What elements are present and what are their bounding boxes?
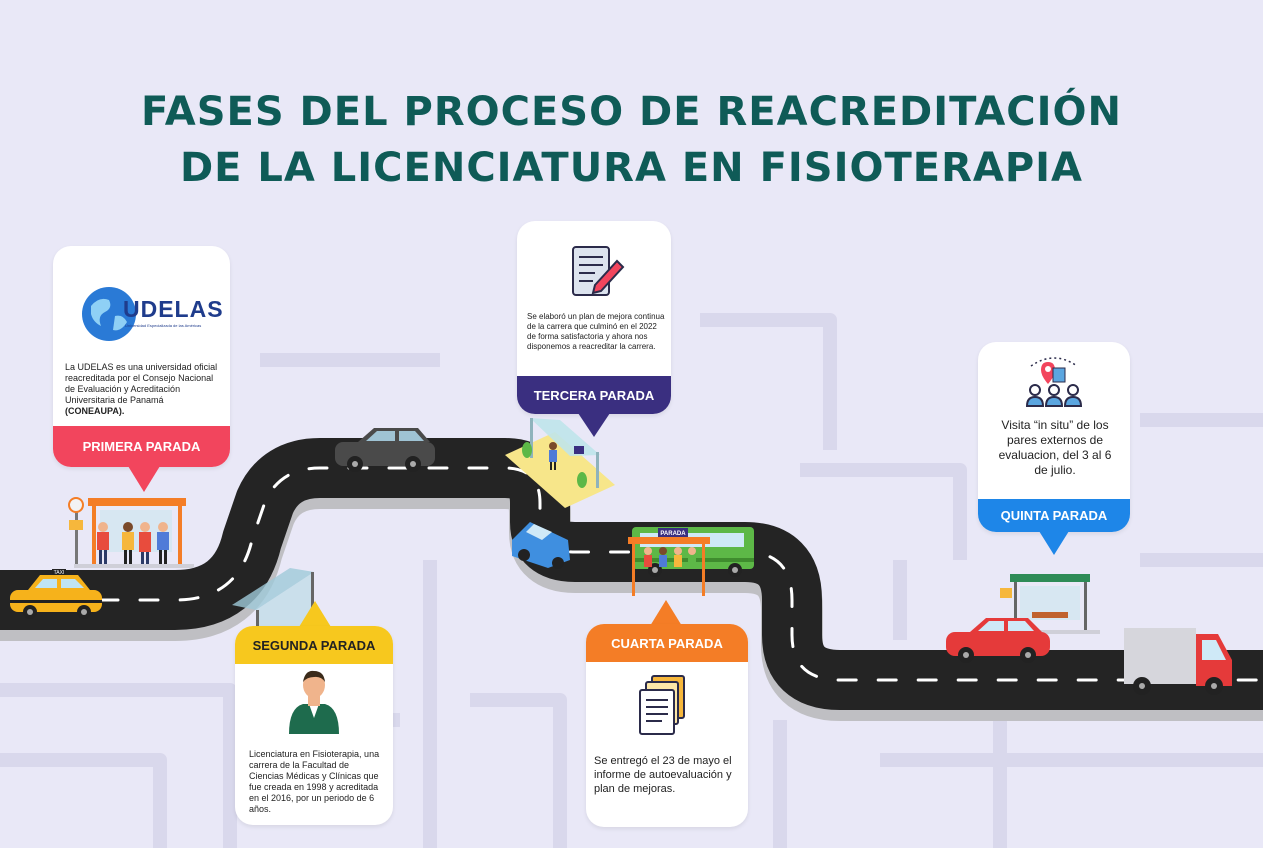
udelas-globe-icon [82, 287, 136, 341]
title-line-1: FASES DEL PROCESO DE REACREDITACIÓN [141, 89, 1122, 135]
bus-stop-sign: PARADA [660, 531, 686, 537]
first-stop-text-main: La UDELAS es una universidad oficial rea… [65, 362, 218, 405]
grey-car [335, 428, 435, 472]
fourth-stop-pointer [650, 600, 682, 626]
taxi-sign: TAXI [54, 570, 65, 576]
third-stop-card: Se elaboró un plan de mejora continua de… [517, 221, 671, 414]
fifth-stop-text: Visita “in situ” de los pares externos d… [998, 418, 1112, 477]
fifth-stop-card: Visita “in situ” de los pares externos d… [978, 342, 1130, 532]
title-line-2: DE LA LICENCIATURA EN FISIOTERAPIA [179, 145, 1084, 191]
first-stop-text: La UDELAS es una universidad oficial rea… [65, 362, 225, 417]
fourth-stop-text: Se entregó el 23 de mayo el informe de a… [594, 755, 732, 795]
second-stop-text: Licenciatura en Fisioterapia, una carrer… [249, 749, 380, 814]
evaluators-location-icon [1025, 357, 1083, 407]
page-title: FASES DEL PROCESO DE REACREDITACIÓN DE L… [0, 84, 1263, 196]
third-stop-text: Se elaboró un plan de mejora continua de… [527, 312, 665, 351]
physiotherapist-icon [289, 670, 339, 734]
road [0, 438, 1263, 721]
third-stop-badge: TERCERA PARADA [517, 376, 671, 414]
fifth-stop-pointer [1039, 531, 1069, 555]
fifth-stop-badge: QUINTA PARADA [978, 499, 1130, 532]
second-stop-card: SEGUNDA PARADA Licenciatura en Fisiotera… [235, 626, 393, 825]
second-stop-pointer [299, 601, 331, 627]
blue-car [512, 522, 570, 569]
fifth-stop-shelter [1000, 574, 1100, 634]
truck [1124, 628, 1232, 695]
document-edit-icon [572, 246, 625, 296]
second-stop-badge: SEGUNDA PARADA [235, 626, 393, 664]
third-stop-pointer [578, 413, 610, 437]
first-stop-badge: PRIMERA PARADA [53, 426, 230, 467]
first-stop-text-bold: (CONEAUPA). [65, 406, 125, 416]
taxi-car: TAXI [10, 569, 102, 619]
fourth-stop-badge: CUARTA PARADA [586, 624, 748, 662]
documents-stack-icon [639, 675, 685, 735]
first-stop-shelter [68, 497, 194, 568]
fourth-stop-card: CUARTA PARADA Se entregó el 23 de mayo e… [586, 624, 748, 827]
udelas-logo-text: UDELAS [123, 296, 224, 322]
first-stop-pointer [128, 466, 160, 492]
third-stop-shelter [505, 418, 615, 508]
first-stop-card: UDELAS Universidad Especializada de las … [53, 246, 230, 467]
red-car [946, 618, 1050, 663]
fourth-stop-shelter: PARADA [628, 528, 710, 596]
udelas-logo-subtitle: Universidad Especializada de las América… [125, 323, 202, 328]
